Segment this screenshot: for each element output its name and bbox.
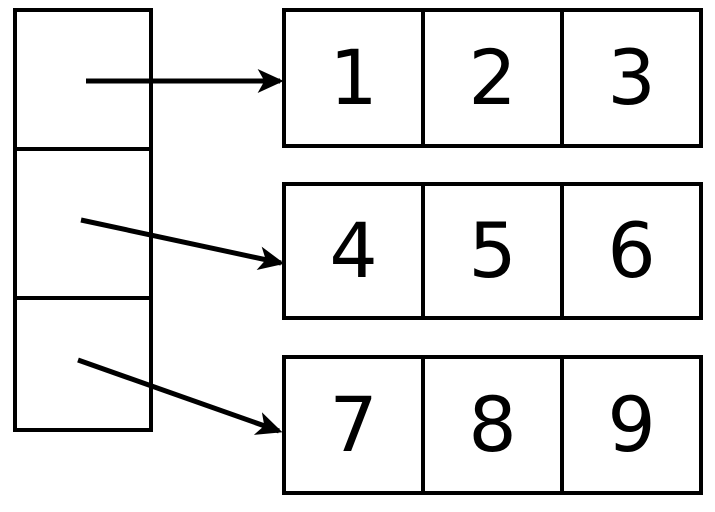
value-cell-2-0[interactable]: 7 xyxy=(286,359,421,491)
value-row-1: 4 5 6 xyxy=(282,182,703,320)
value-cell-2-2[interactable]: 9 xyxy=(560,359,699,491)
value-row-2: 7 8 9 xyxy=(282,355,703,495)
value-cell-1-1[interactable]: 5 xyxy=(421,186,560,316)
pointer-cell-0[interactable] xyxy=(17,12,149,151)
pointer-array-column xyxy=(13,8,153,432)
pointer-cell-2[interactable] xyxy=(17,300,149,424)
value-cell-1-0[interactable]: 4 xyxy=(286,186,421,316)
value-cell-0-1[interactable]: 2 xyxy=(421,12,560,144)
pointer-cell-1[interactable] xyxy=(17,151,149,300)
value-cell-1-2[interactable]: 6 xyxy=(560,186,699,316)
value-row-0: 1 2 3 xyxy=(282,8,703,148)
value-cell-0-0[interactable]: 1 xyxy=(286,12,421,144)
value-cell-0-2[interactable]: 3 xyxy=(560,12,699,144)
value-cell-2-1[interactable]: 8 xyxy=(421,359,560,491)
